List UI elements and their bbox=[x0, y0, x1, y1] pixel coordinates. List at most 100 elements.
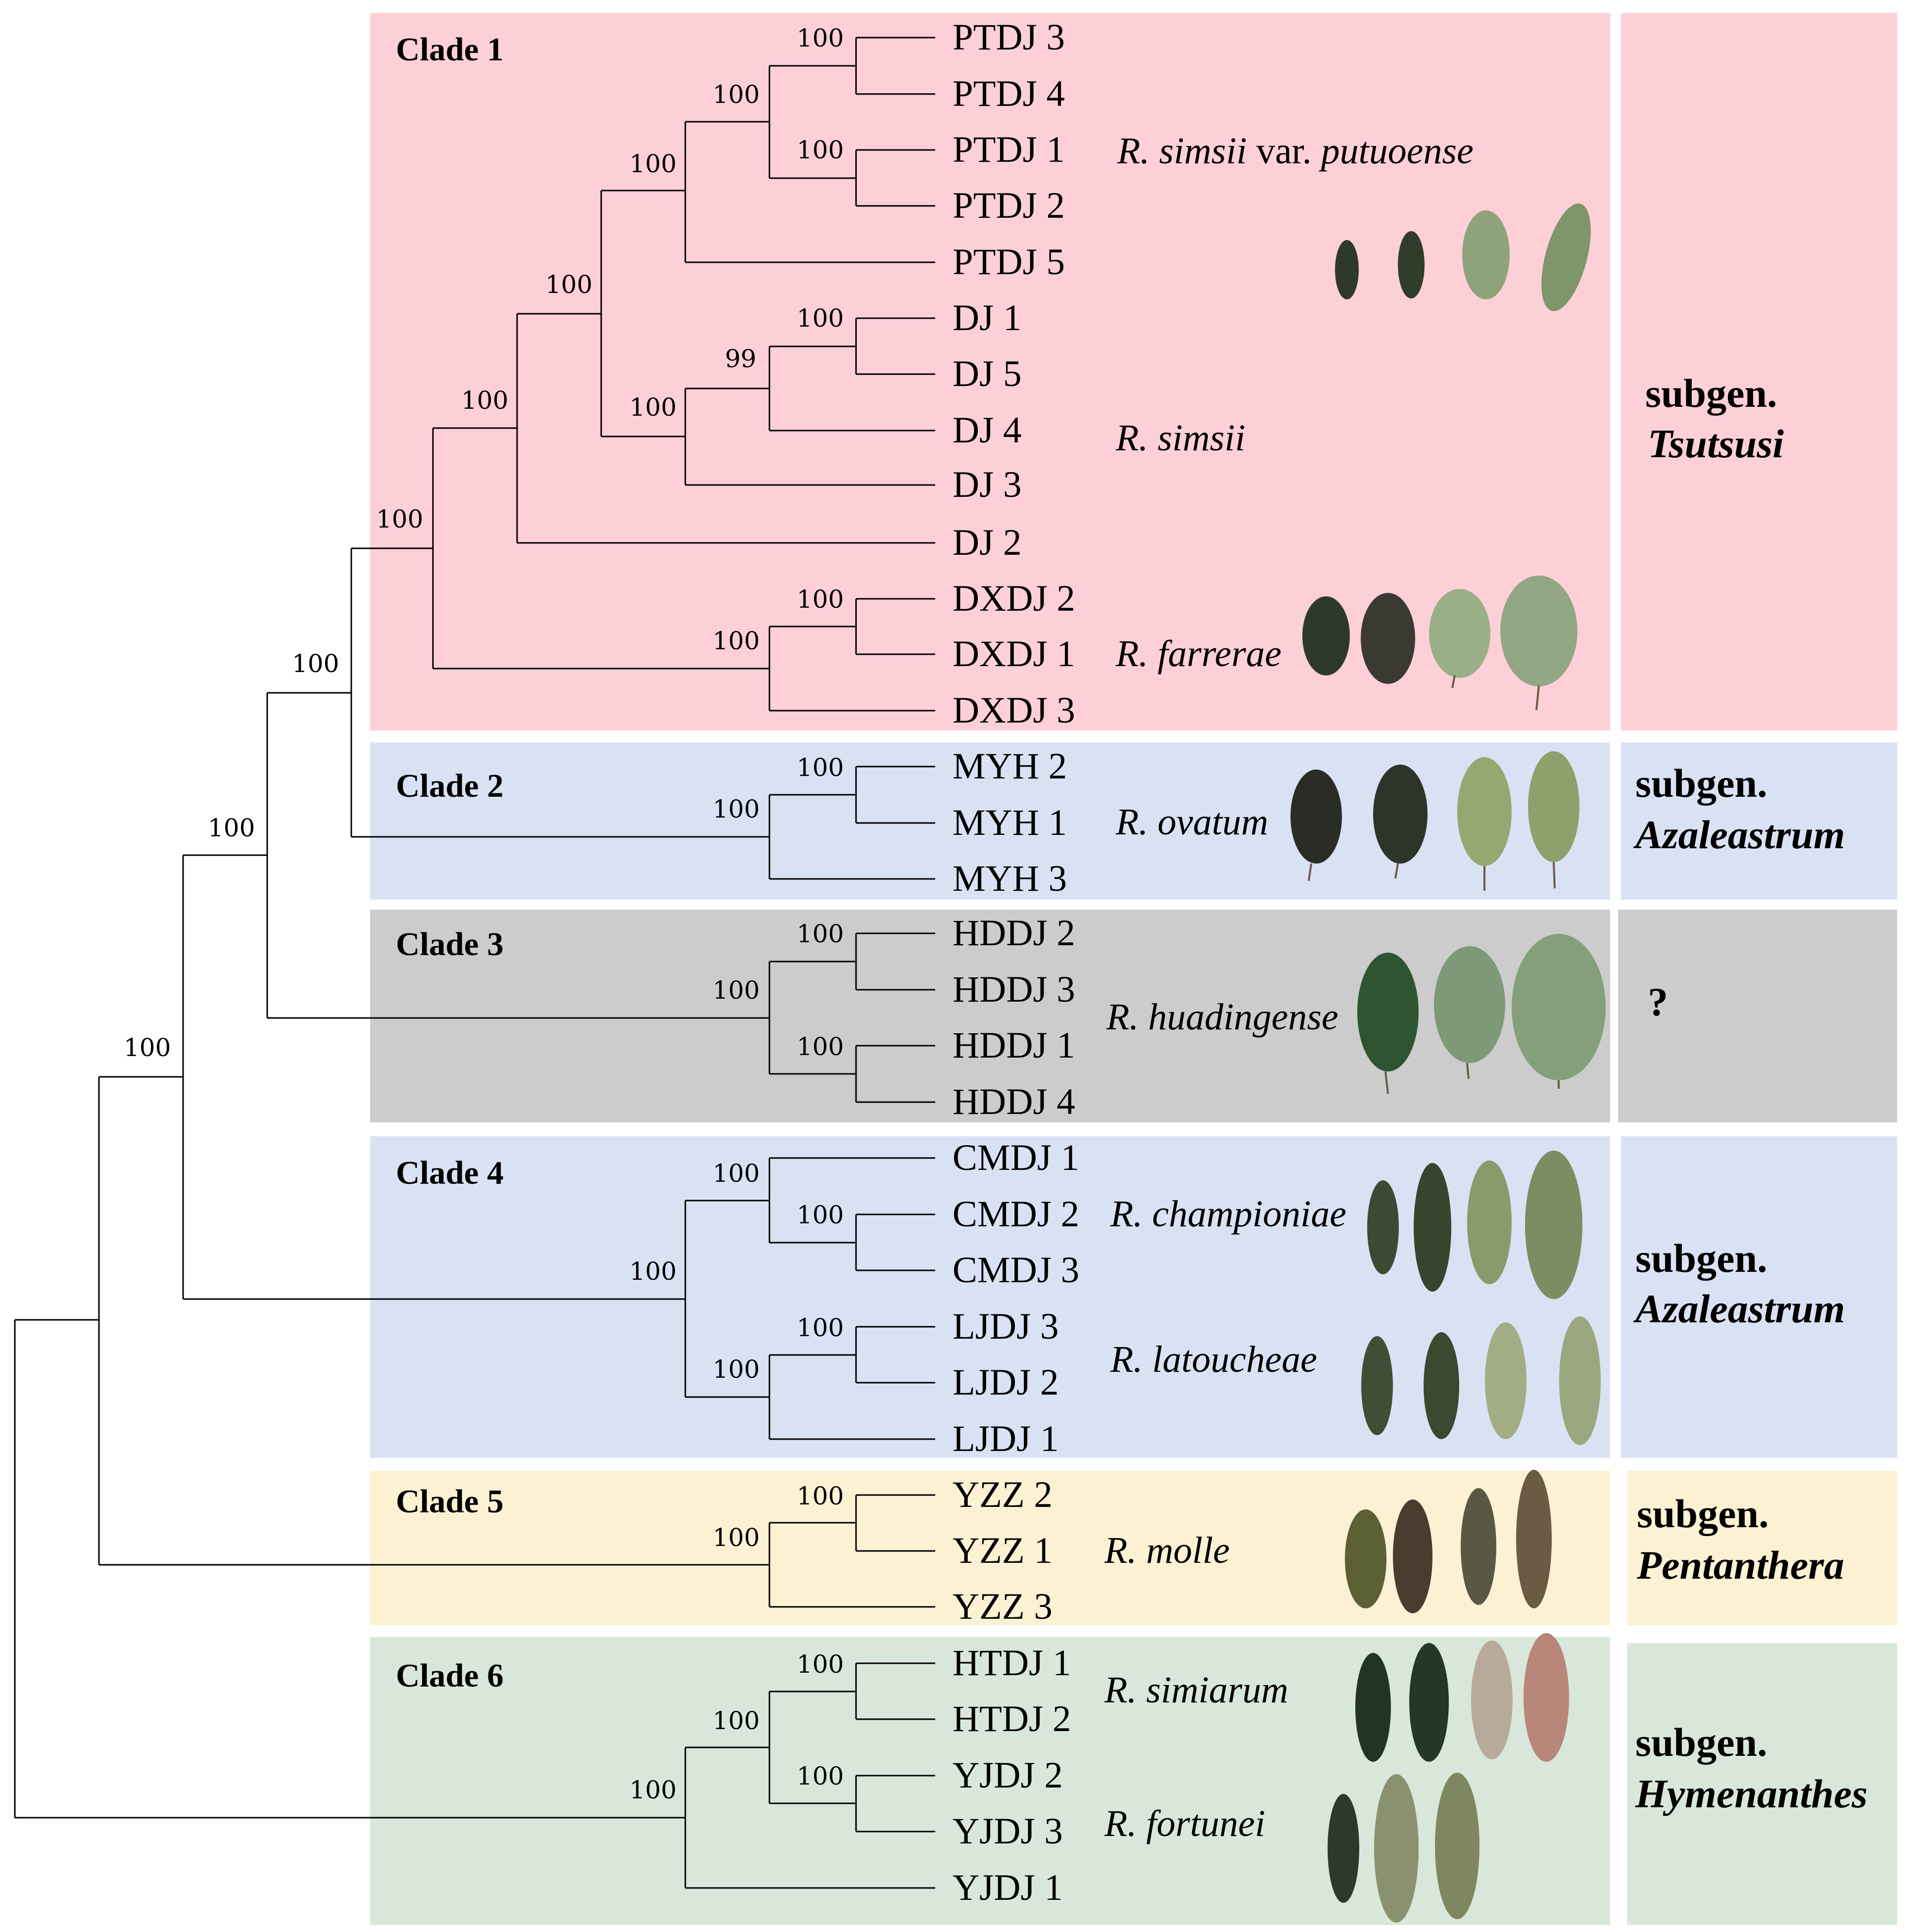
support-value: 100 bbox=[124, 1033, 171, 1062]
tip-label: LJDJ 2 bbox=[953, 1362, 1059, 1403]
species-label-championiae: R. championiae bbox=[1110, 1193, 1346, 1235]
leaf-specimens bbox=[1290, 203, 1606, 1923]
tip-label: PTDJ 5 bbox=[953, 242, 1065, 283]
support-value: 100 bbox=[461, 386, 508, 415]
species-label-putuoense: R. simsii var. putuoense bbox=[1117, 130, 1474, 172]
leaf-image bbox=[1345, 1470, 1552, 1613]
tip-label: MYH 1 bbox=[953, 802, 1067, 843]
species-label-molle: R. molle bbox=[1104, 1530, 1230, 1571]
tip-label: DXDJ 1 bbox=[953, 633, 1075, 675]
species-labels: R. simsii var. putuoense R. simsii R. fa… bbox=[1104, 130, 1474, 1844]
tip-label: DJ 2 bbox=[953, 522, 1022, 563]
subgenus-name: Hymenanthes bbox=[1635, 1771, 1867, 1816]
subgenus-name: Pentanthera bbox=[1636, 1543, 1844, 1588]
tip-label: PTDJ 1 bbox=[953, 129, 1065, 170]
clade-label: Clade 2 bbox=[396, 768, 504, 804]
support-value: 100 bbox=[629, 393, 676, 422]
support-value: 100 bbox=[713, 1159, 760, 1188]
support-values: 100 100 100 100 100 100 99 100 100 100 1… bbox=[124, 24, 844, 1804]
species-label-huadingense: R. huadingense bbox=[1106, 996, 1338, 1038]
tip-label: DXDJ 2 bbox=[953, 578, 1075, 619]
clade-label: Clade 1 bbox=[396, 31, 504, 68]
tip-label: HTDJ 2 bbox=[953, 1698, 1071, 1739]
tip-label: DJ 4 bbox=[953, 410, 1022, 451]
clade1-subgenus-panel bbox=[1621, 13, 1897, 730]
tip-label: PTDJ 4 bbox=[953, 73, 1065, 114]
tip-label: DXDJ 3 bbox=[953, 690, 1075, 731]
support-value: 100 bbox=[713, 795, 760, 823]
tip-label: DJ 5 bbox=[953, 353, 1022, 394]
tip-label: YJDJ 3 bbox=[953, 1811, 1063, 1852]
subgenus-name: Azaleastrum bbox=[1633, 1286, 1845, 1331]
tip-label: LJDJ 1 bbox=[953, 1418, 1059, 1459]
tip-label: HTDJ 1 bbox=[953, 1642, 1071, 1684]
support-value: 100 bbox=[797, 136, 844, 164]
tip-label: MYH 2 bbox=[953, 746, 1067, 787]
support-value: 100 bbox=[545, 270, 592, 299]
species-label-simiarum: R. simiarum bbox=[1104, 1669, 1288, 1711]
support-value: 100 bbox=[797, 24, 844, 52]
support-value: 100 bbox=[797, 1032, 844, 1061]
clade6-subgenus-panel bbox=[1627, 1643, 1897, 1925]
support-value: 100 bbox=[713, 1355, 760, 1384]
tip-label: CMDJ 2 bbox=[953, 1194, 1079, 1235]
tip-label: HDDJ 1 bbox=[953, 1025, 1075, 1066]
species-label-fortunei: R. fortunei bbox=[1104, 1803, 1265, 1844]
clade-label: Clade 5 bbox=[396, 1483, 504, 1520]
support-value: 100 bbox=[797, 304, 844, 333]
subgenus-label: subgen. bbox=[1637, 1491, 1769, 1536]
support-value: 100 bbox=[629, 149, 676, 178]
subgenus-label: ? bbox=[1648, 979, 1668, 1024]
species-label-simsii: R. simsii bbox=[1115, 417, 1245, 459]
species-label-farrerae: R. farrerae bbox=[1115, 633, 1282, 675]
tip-label: YJDJ 1 bbox=[953, 1867, 1063, 1908]
support-value: 100 bbox=[629, 1776, 676, 1804]
leaf-image bbox=[1328, 1773, 1479, 1923]
support-value: 100 bbox=[376, 505, 423, 533]
support-value: 100 bbox=[797, 1313, 844, 1342]
tree-branches bbox=[14, 37, 935, 1889]
support-value: 100 bbox=[292, 649, 339, 678]
clade4-panel bbox=[370, 1136, 1610, 1458]
support-value: 100 bbox=[208, 814, 255, 842]
subgenus-label: subgen. bbox=[1645, 371, 1777, 416]
tip-label: HDDJ 2 bbox=[953, 913, 1075, 954]
support-value: 100 bbox=[797, 1482, 844, 1510]
clade4-subgenus-panel bbox=[1621, 1136, 1897, 1458]
support-value: 100 bbox=[713, 1523, 760, 1552]
support-value: 100 bbox=[713, 1706, 760, 1735]
leaf-image bbox=[1355, 1633, 1569, 1762]
tip-label: YZZ 3 bbox=[953, 1586, 1052, 1627]
species-label-latoucheae: R. latoucheae bbox=[1110, 1339, 1317, 1380]
leaf-image bbox=[1290, 751, 1579, 891]
tip-label: YZZ 1 bbox=[953, 1530, 1052, 1571]
support-value: 100 bbox=[797, 919, 844, 948]
tip-label: PTDJ 2 bbox=[953, 185, 1065, 226]
subgenus-name: Azaleastrum bbox=[1633, 812, 1845, 857]
support-value: 100 bbox=[713, 976, 760, 1005]
support-value: 100 bbox=[713, 627, 760, 655]
leaf-image bbox=[1361, 1316, 1601, 1445]
support-value: 100 bbox=[797, 1762, 844, 1790]
clade2-subgenus-panel bbox=[1621, 742, 1897, 900]
support-value: 100 bbox=[797, 585, 844, 614]
support-value: 99 bbox=[725, 344, 757, 373]
tip-label: HDDJ 4 bbox=[953, 1081, 1075, 1122]
support-value: 100 bbox=[797, 753, 844, 782]
tip-label: DJ 1 bbox=[953, 297, 1022, 338]
support-value: 100 bbox=[797, 1650, 844, 1679]
leaf-image bbox=[1367, 1151, 1582, 1299]
species-label-ovatum: R. ovatum bbox=[1115, 801, 1268, 843]
tip-label: MYH 3 bbox=[953, 858, 1067, 899]
subgenus-name: Tsutsusi bbox=[1648, 421, 1784, 466]
leaf-image bbox=[1335, 203, 1591, 311]
tip-labels: PTDJ 3 PTDJ 4 PTDJ 1 PTDJ 2 PTDJ 5 DJ 1 … bbox=[953, 17, 1079, 1908]
tip-label: DJ 3 bbox=[953, 464, 1022, 505]
tip-label: HDDJ 3 bbox=[953, 969, 1075, 1010]
tip-label: CMDJ 3 bbox=[953, 1250, 1079, 1291]
clade3-subgenus-panel bbox=[1618, 910, 1897, 1122]
support-value: 100 bbox=[797, 1201, 844, 1229]
clade-label: Clade 4 bbox=[396, 1155, 504, 1191]
tip-label: PTDJ 3 bbox=[953, 17, 1065, 58]
